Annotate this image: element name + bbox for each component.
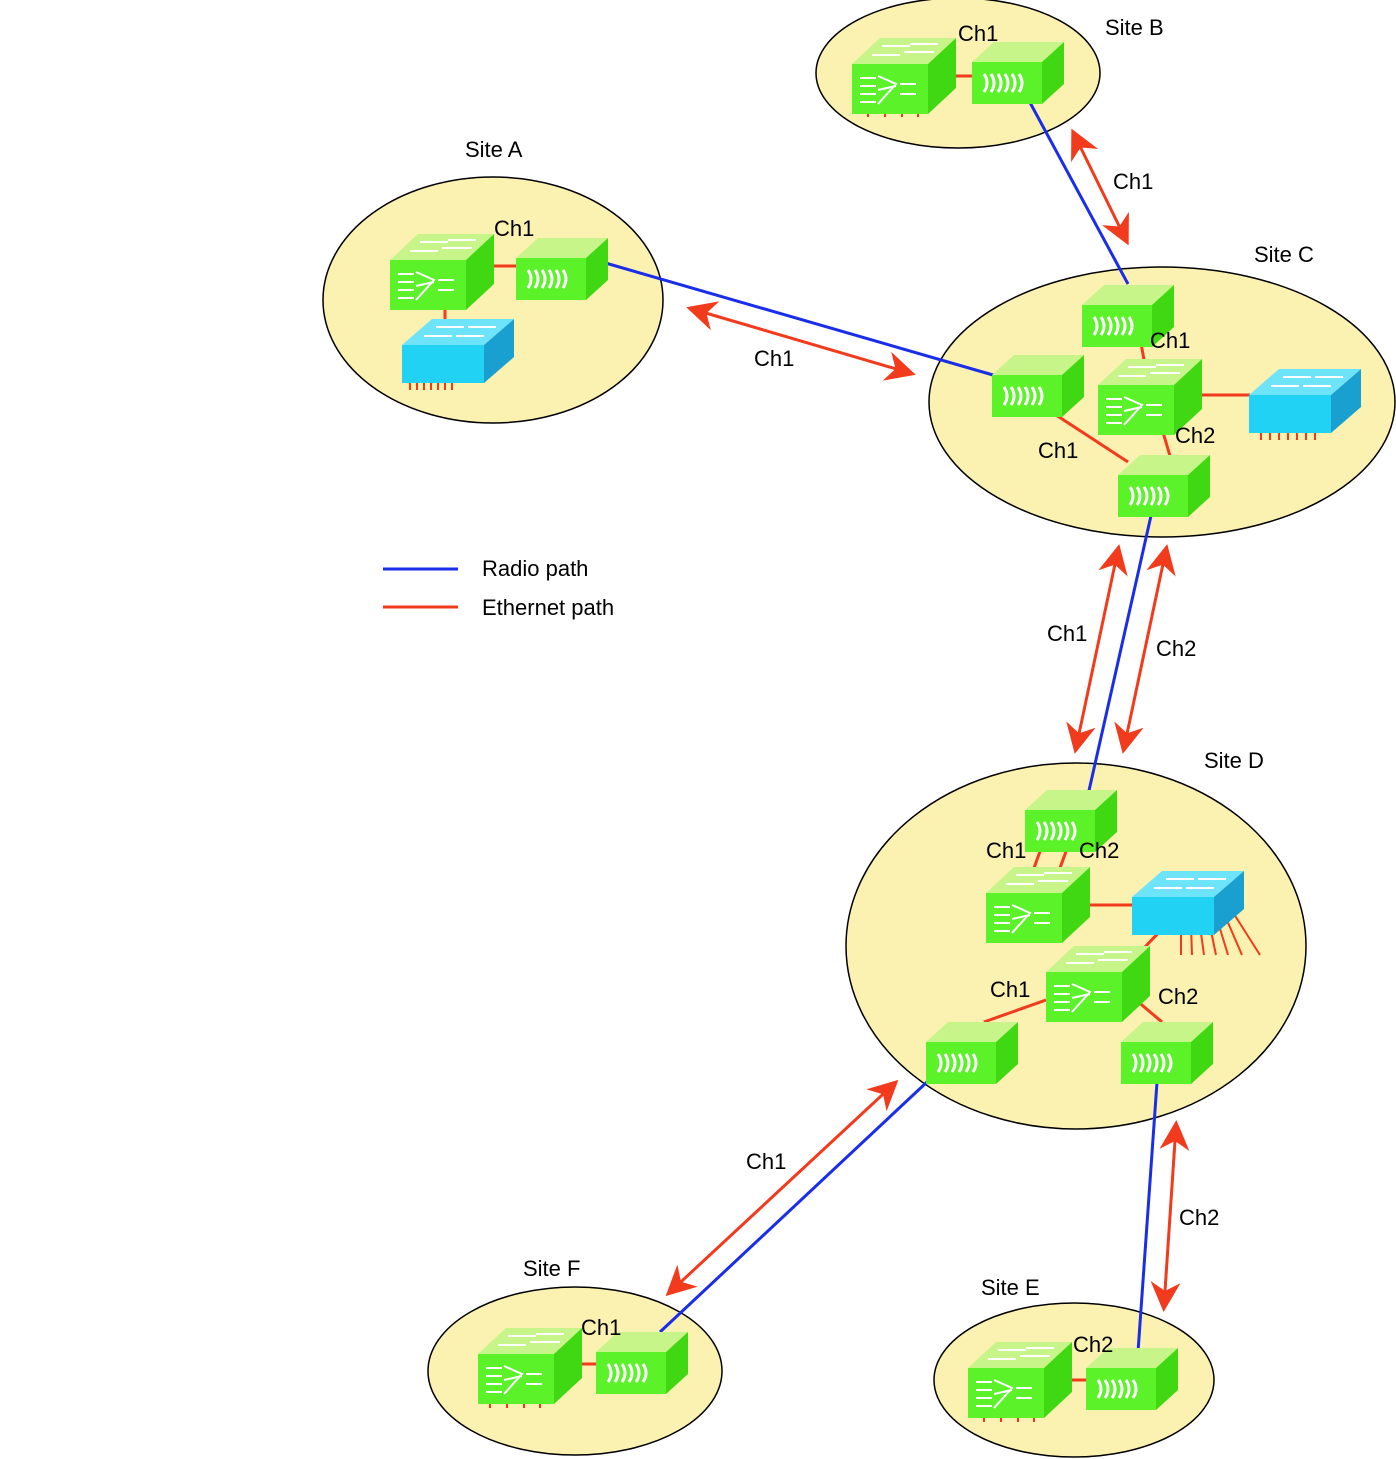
- channel-label: Ch2: [1175, 423, 1215, 448]
- arrow-c-d-ch1: [1066, 544, 1128, 754]
- arrow-d-e-ch2: [1150, 1120, 1190, 1312]
- link-label-d-f: Ch1: [746, 1149, 786, 1174]
- site-a-label: Site A: [465, 137, 523, 162]
- legend-radio-label: Radio path: [482, 556, 588, 581]
- site-c-label: Site C: [1254, 242, 1314, 267]
- channel-arrows: [665, 128, 1190, 1312]
- site-c-radio-unit-bottom: [1116, 453, 1212, 519]
- channel-label: Ch1: [990, 977, 1030, 1002]
- site-e-label: Site E: [981, 1275, 1040, 1300]
- channel-label: Ch2: [1079, 838, 1119, 863]
- site-b-label: Site B: [1105, 15, 1164, 40]
- site-e-radio-unit: [1084, 1346, 1180, 1412]
- link-label-b-c: Ch1: [1113, 169, 1153, 194]
- link-label-a-c: Ch1: [754, 346, 794, 371]
- site-d-radio-unit-left: [924, 1020, 1020, 1086]
- channel-label: Ch1: [958, 21, 998, 46]
- channel-label: Ch1: [494, 216, 534, 241]
- site-d-radio-unit-right: [1119, 1020, 1215, 1086]
- link-label-d-e: Ch2: [1179, 1205, 1219, 1230]
- site-f-label: Site F: [523, 1256, 580, 1281]
- link-label-c-d-ch2: Ch2: [1156, 636, 1196, 661]
- channel-label: Ch2: [1158, 984, 1198, 1009]
- radio-paths: [601, 83, 1160, 1353]
- channel-label: Ch2: [1073, 1332, 1113, 1357]
- link-label-c-d-ch1: Ch1: [1047, 621, 1087, 646]
- site-d-label: Site D: [1204, 748, 1264, 773]
- channel-label: Ch1: [581, 1315, 621, 1340]
- site-a-radio-unit: [514, 236, 610, 302]
- site-a-area: [322, 176, 664, 424]
- arrow-a-c-ch1: [686, 301, 916, 381]
- site-c-radio-unit-left: [990, 353, 1086, 419]
- arrow-b-c-ch1: [1071, 128, 1129, 246]
- site-b-radio-unit: [970, 40, 1066, 106]
- arrow-d-f-ch1: [665, 1079, 899, 1297]
- channel-label: Ch1: [1038, 438, 1078, 463]
- legend: Radio path Ethernet path: [383, 556, 614, 620]
- arrow-c-d-ch2: [1114, 544, 1176, 754]
- channel-label: Ch1: [986, 838, 1026, 863]
- legend-ethernet-label: Ethernet path: [482, 595, 614, 620]
- site-f-radio-unit: [594, 1330, 690, 1396]
- channel-label: Ch1: [1150, 328, 1190, 353]
